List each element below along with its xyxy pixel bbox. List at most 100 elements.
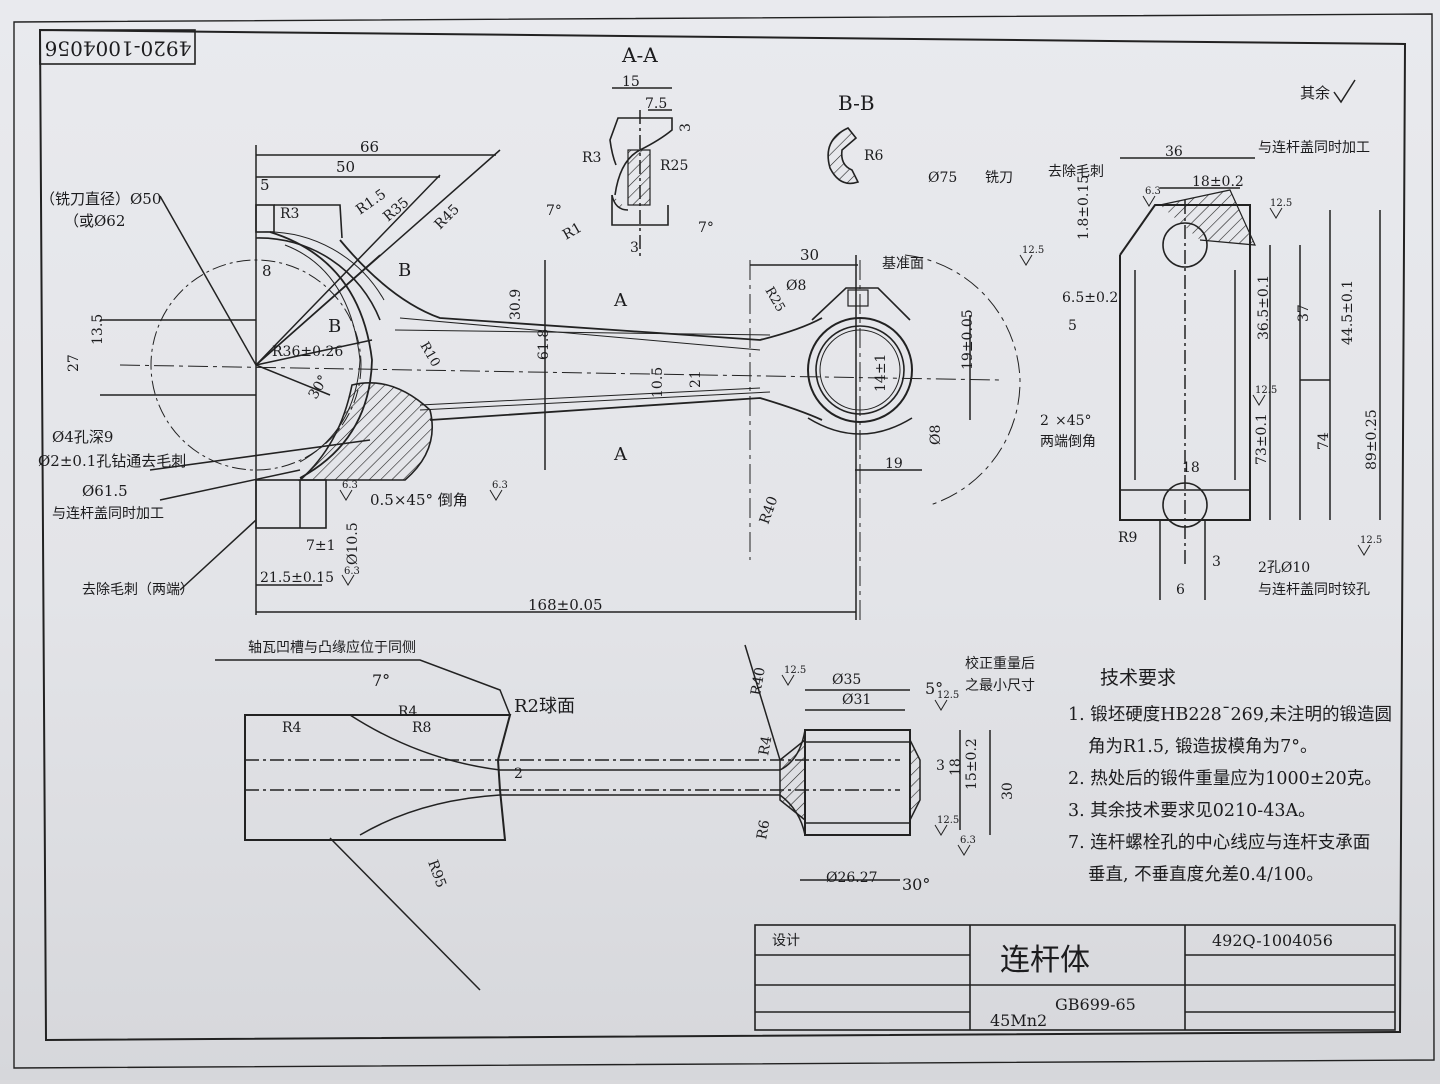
- bv-r40: R40: [748, 666, 769, 697]
- bottom-view: [215, 644, 991, 991]
- dim-30-9: 30.9: [508, 289, 524, 320]
- dim-r3: R3: [280, 206, 299, 222]
- dim-r25: R25: [762, 285, 788, 315]
- tech-requirements: 技术要求 1. 锻坯硬度HB228¯269,未注明的锻造圆 角为R1.5, 锻造…: [1068, 667, 1392, 885]
- dim-rv-89: 89±0.25: [1364, 409, 1380, 470]
- dim-r40: R40: [757, 494, 782, 526]
- rv-deburr-note: 去除毛刺: [1048, 164, 1104, 180]
- bv-angle-30: 30°: [902, 875, 930, 894]
- chamfer-2: 2: [1040, 413, 1049, 429]
- dim-19: 19±0.05: [960, 309, 976, 370]
- dim-rv-36-5: 36.5±0.1: [1256, 275, 1272, 340]
- bv-sphere-r2: R2球面: [514, 696, 575, 717]
- cutter-alt-note: （或Ø62: [64, 212, 125, 230]
- roughness-12: 12.5: [784, 665, 806, 676]
- roughness-symbols: 6.3 6.3 6.3 6.3 12.5 12.5 12.5 12.5 6.3 …: [339, 186, 1382, 856]
- dim-d10-5: Ø10.5: [345, 522, 361, 565]
- machine-with-cap-note: 与连杆盖同时加工: [52, 506, 164, 522]
- roughness-6: 12.5: [1022, 245, 1044, 256]
- bv-bearing-note: 轴瓦凹槽与凸缘应位于同侧: [248, 639, 416, 656]
- rv-ream-note: 与连杆盖同时铰孔: [1258, 582, 1370, 598]
- dim-7: 7±1: [306, 538, 336, 554]
- dim-rv-73: 73±0.1: [1254, 413, 1270, 465]
- dim-27: 27: [66, 354, 82, 372]
- angle-aa-7-left: 7°: [546, 203, 562, 219]
- title-block-labels: 设计 连杆体 492Q-1004056 45Mn2 GB699-65: [772, 931, 1333, 1030]
- dim-rv-6-5: 6.5±0.2: [1062, 290, 1118, 306]
- dim-rv-3: 3: [1212, 554, 1221, 570]
- tb-standard: GB699-65: [1055, 995, 1136, 1014]
- hole-4-note: Ø4孔深9: [52, 428, 113, 446]
- dim-50: 50: [336, 158, 355, 176]
- dim-aa-r3: R3: [582, 150, 601, 166]
- bv-dim-18: 18: [948, 758, 964, 776]
- bv-r8: R8: [412, 720, 431, 736]
- roughness-check-icon: [1333, 79, 1356, 104]
- bv-angle-7: 7°: [372, 671, 390, 690]
- dim-rv-37: 37: [1296, 304, 1312, 322]
- tech-req-title: 技术要求: [1100, 667, 1176, 689]
- dim-rv-18: 18: [1182, 460, 1200, 476]
- tb-part-name: 连杆体: [1000, 943, 1090, 978]
- section-a-label-1: A: [613, 290, 628, 311]
- bv-d35: Ø35: [832, 672, 861, 688]
- roughness-4: 6.3: [1145, 186, 1161, 197]
- dim-rv-18-0-2: 18±0.2: [1192, 174, 1244, 190]
- section-bb: [827, 127, 860, 185]
- roughness-11: 12.5: [937, 815, 959, 826]
- bv-angle-5: 5°: [925, 679, 943, 698]
- dim-14: 14±1: [873, 354, 889, 392]
- main-view-labels: 66 50 5 R3 R1.5 R35 R45 （铣刀直径）Ø50 （或Ø62 …: [38, 138, 1096, 614]
- dim-d8-bottom: Ø8: [928, 425, 944, 445]
- hole-2-note: Ø2±0.1孔钻通去毛刺: [38, 452, 186, 470]
- rv-with-cap-note: 与连杆盖同时加工: [1258, 140, 1370, 156]
- dim-rv-36: 36: [1165, 144, 1183, 160]
- dim-aa-7-5: 7.5: [645, 96, 667, 112]
- chamfer-note: 0.5×45° 倒角: [370, 491, 468, 509]
- right-view: [1119, 157, 1381, 600]
- section-b-label-2: B: [328, 316, 341, 337]
- rv-holes-note: 2孔Ø10: [1258, 560, 1310, 576]
- cutter-75: Ø75: [928, 170, 957, 186]
- bv-r4-c: R4: [756, 735, 775, 757]
- section-bb-labels: B-B R6: [838, 91, 884, 164]
- right-view-labels: 36 与连杆盖同时加工 去除毛刺 18±0.2 1.8±0.15 6.5±0.2…: [1048, 140, 1380, 598]
- bv-min-size-note: 校正重量后: [965, 655, 1035, 672]
- roughness-10: 12.5: [937, 690, 959, 701]
- cutter-75-tail: 铣刀: [985, 170, 1013, 186]
- tech-req-item-2: 2. 热处后的锻件重量应为1000±20克。: [1068, 769, 1382, 789]
- dim-aa-r1: R1: [560, 220, 585, 244]
- dim-rv-1-8: 1.8±0.15: [1076, 175, 1092, 240]
- tech-req-item-1: 1. 锻坯硬度HB228¯269,未注明的锻造圆: [1068, 705, 1392, 725]
- dim-rv-74: 74: [1316, 432, 1332, 450]
- tech-req-item-7: 7. 连杆螺栓孔的中心线应与连杆支承面: [1068, 833, 1370, 853]
- dim-rv-6: 6: [1176, 582, 1185, 598]
- inner-frame: [38, 28, 1407, 1042]
- dim-19-bottom: 19: [885, 456, 903, 472]
- bottom-view-labels: 轴瓦凹槽与凸缘应位于同侧 7° R4 R4 R8 R2球面 2 R95 R40 …: [248, 639, 1035, 894]
- dim-5: 5: [260, 176, 270, 194]
- tb-design-label: 设计: [772, 933, 800, 949]
- dim-rv-5: 5: [1068, 318, 1077, 334]
- deburr-both-note: 去除毛刺（两端）: [82, 582, 194, 598]
- outer-frame: [13, 13, 1435, 1069]
- dim-r36: R36±0.26: [272, 344, 343, 360]
- bv-min-size-note-2: 之最小尺寸: [965, 678, 1035, 694]
- bv-d26-27: Ø26.27: [826, 870, 878, 886]
- roughness-5: 12.5: [1270, 198, 1292, 209]
- roughness-7: 12.5: [1255, 385, 1277, 396]
- section-aa: [609, 87, 673, 260]
- dim-bb-r6: R6: [864, 148, 884, 164]
- section-aa-labels: A-A 15 7.5 R3 R25 3 7° R1 3 7°: [546, 43, 714, 256]
- dim-aa-15: 15: [622, 74, 640, 90]
- dim-21-5: 21.5±0.15: [260, 570, 334, 586]
- roughness-2: 6.3: [492, 480, 508, 491]
- dim-aa-r25: R25: [660, 158, 688, 174]
- roughness-9: 6.3: [960, 835, 976, 846]
- bv-dim-2: 2: [514, 766, 523, 782]
- bv-dim-15: 15±0.2: [964, 738, 980, 790]
- dim-66: 66: [360, 138, 379, 156]
- main-view: [100, 145, 1021, 620]
